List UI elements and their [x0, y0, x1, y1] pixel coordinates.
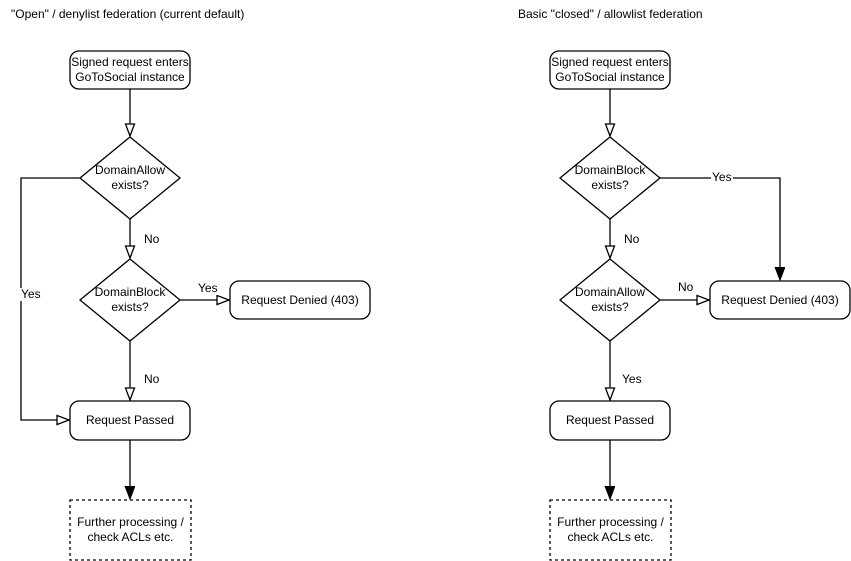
left-decision1-diamond-shape: [78, 136, 182, 220]
right-decision2-diamond-shape: [558, 258, 662, 342]
right-decision1-no-edge-label: No: [623, 232, 641, 246]
left-denied-node-shape: [229, 280, 371, 320]
right-decision2-no-edge-label: No: [677, 280, 695, 294]
right-passed-node-shape: [549, 400, 671, 441]
right-flowchart: [549, 50, 851, 561]
right-further-node-shape: [549, 499, 672, 561]
right-decision1-diamond-shape: [558, 136, 662, 220]
left-chart-title: "Open" / denylist federation (current de…: [11, 7, 245, 21]
right-edge-decision1-yes-to-denied: [660, 177, 780, 280]
left-further-node-shape: [69, 499, 192, 561]
left-start-node-shape: [69, 50, 191, 90]
left-decision1-no-edge-label: No: [143, 232, 161, 246]
right-start-node-shape: [549, 50, 671, 90]
right-chart-title: Basic "closed" / allowlist federation: [518, 7, 703, 21]
right-denied-node-shape: [709, 280, 851, 320]
left-passed-node-shape: [69, 400, 191, 441]
left-decision1-yes-edge-label: Yes: [20, 287, 42, 301]
left-flowchart: [20, 50, 371, 561]
right-decision1-yes-edge-label: Yes: [711, 170, 733, 184]
right-decision2-yes-edge-label: Yes: [621, 372, 643, 386]
left-decision2-yes-edge-label: Yes: [197, 281, 219, 295]
left-decision2-no-edge-label: No: [143, 372, 161, 386]
left-decision2-diamond-shape: [78, 258, 182, 342]
